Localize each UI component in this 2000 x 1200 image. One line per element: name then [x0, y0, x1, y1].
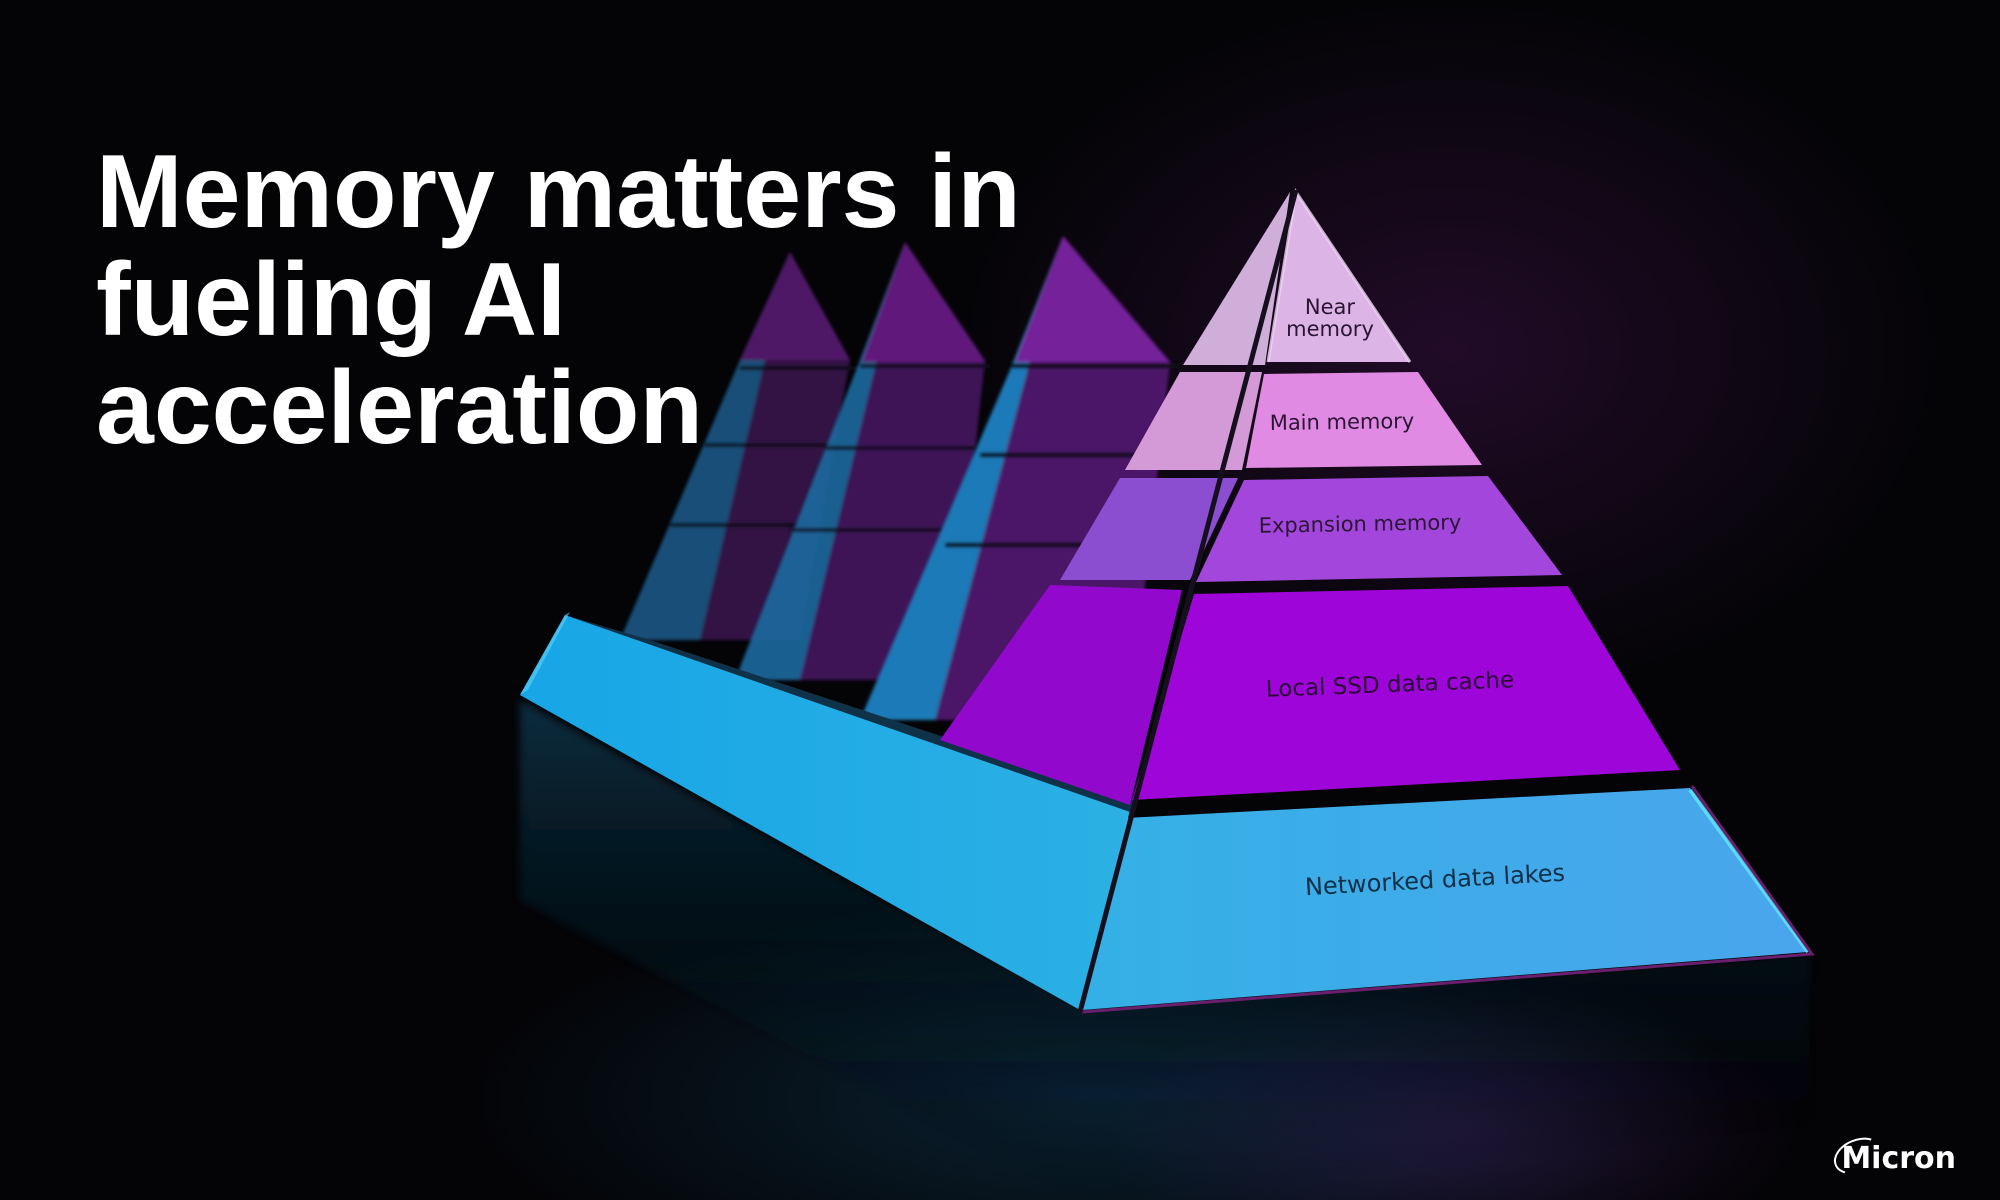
micron-logo: Micron [1828, 1130, 1956, 1182]
tier-expansion-memory [1196, 476, 1562, 582]
headline-line-3: acceleration [96, 350, 703, 466]
tier-label-expansion-memory: Expansion memory [1258, 510, 1462, 538]
tier-label-main-memory: Main memory [1269, 408, 1415, 436]
tier-main-memory [1246, 372, 1482, 468]
main-pyramid-front-face [1077, 188, 1815, 1014]
micron-logo-text: Micron [1841, 1141, 1956, 1176]
headline-line-1: Memory matters in [96, 134, 1021, 250]
floor-reflection [520, 700, 1810, 1200]
tier-label-near-line-1: Near [1304, 295, 1356, 319]
headline-line-2: fueling AI [96, 242, 566, 358]
tier-label-near-line-2: memory [1286, 317, 1374, 341]
tier-label-near-memory: Near memory [1285, 296, 1375, 340]
tier-local-ssd [1132, 586, 1680, 800]
base-slab [520, 612, 1135, 1010]
tier-near-memory [1268, 192, 1410, 362]
headline: Memory matters in fueling AI acceleratio… [96, 138, 1021, 462]
tier-networked-data-lakes [1082, 788, 1808, 1010]
